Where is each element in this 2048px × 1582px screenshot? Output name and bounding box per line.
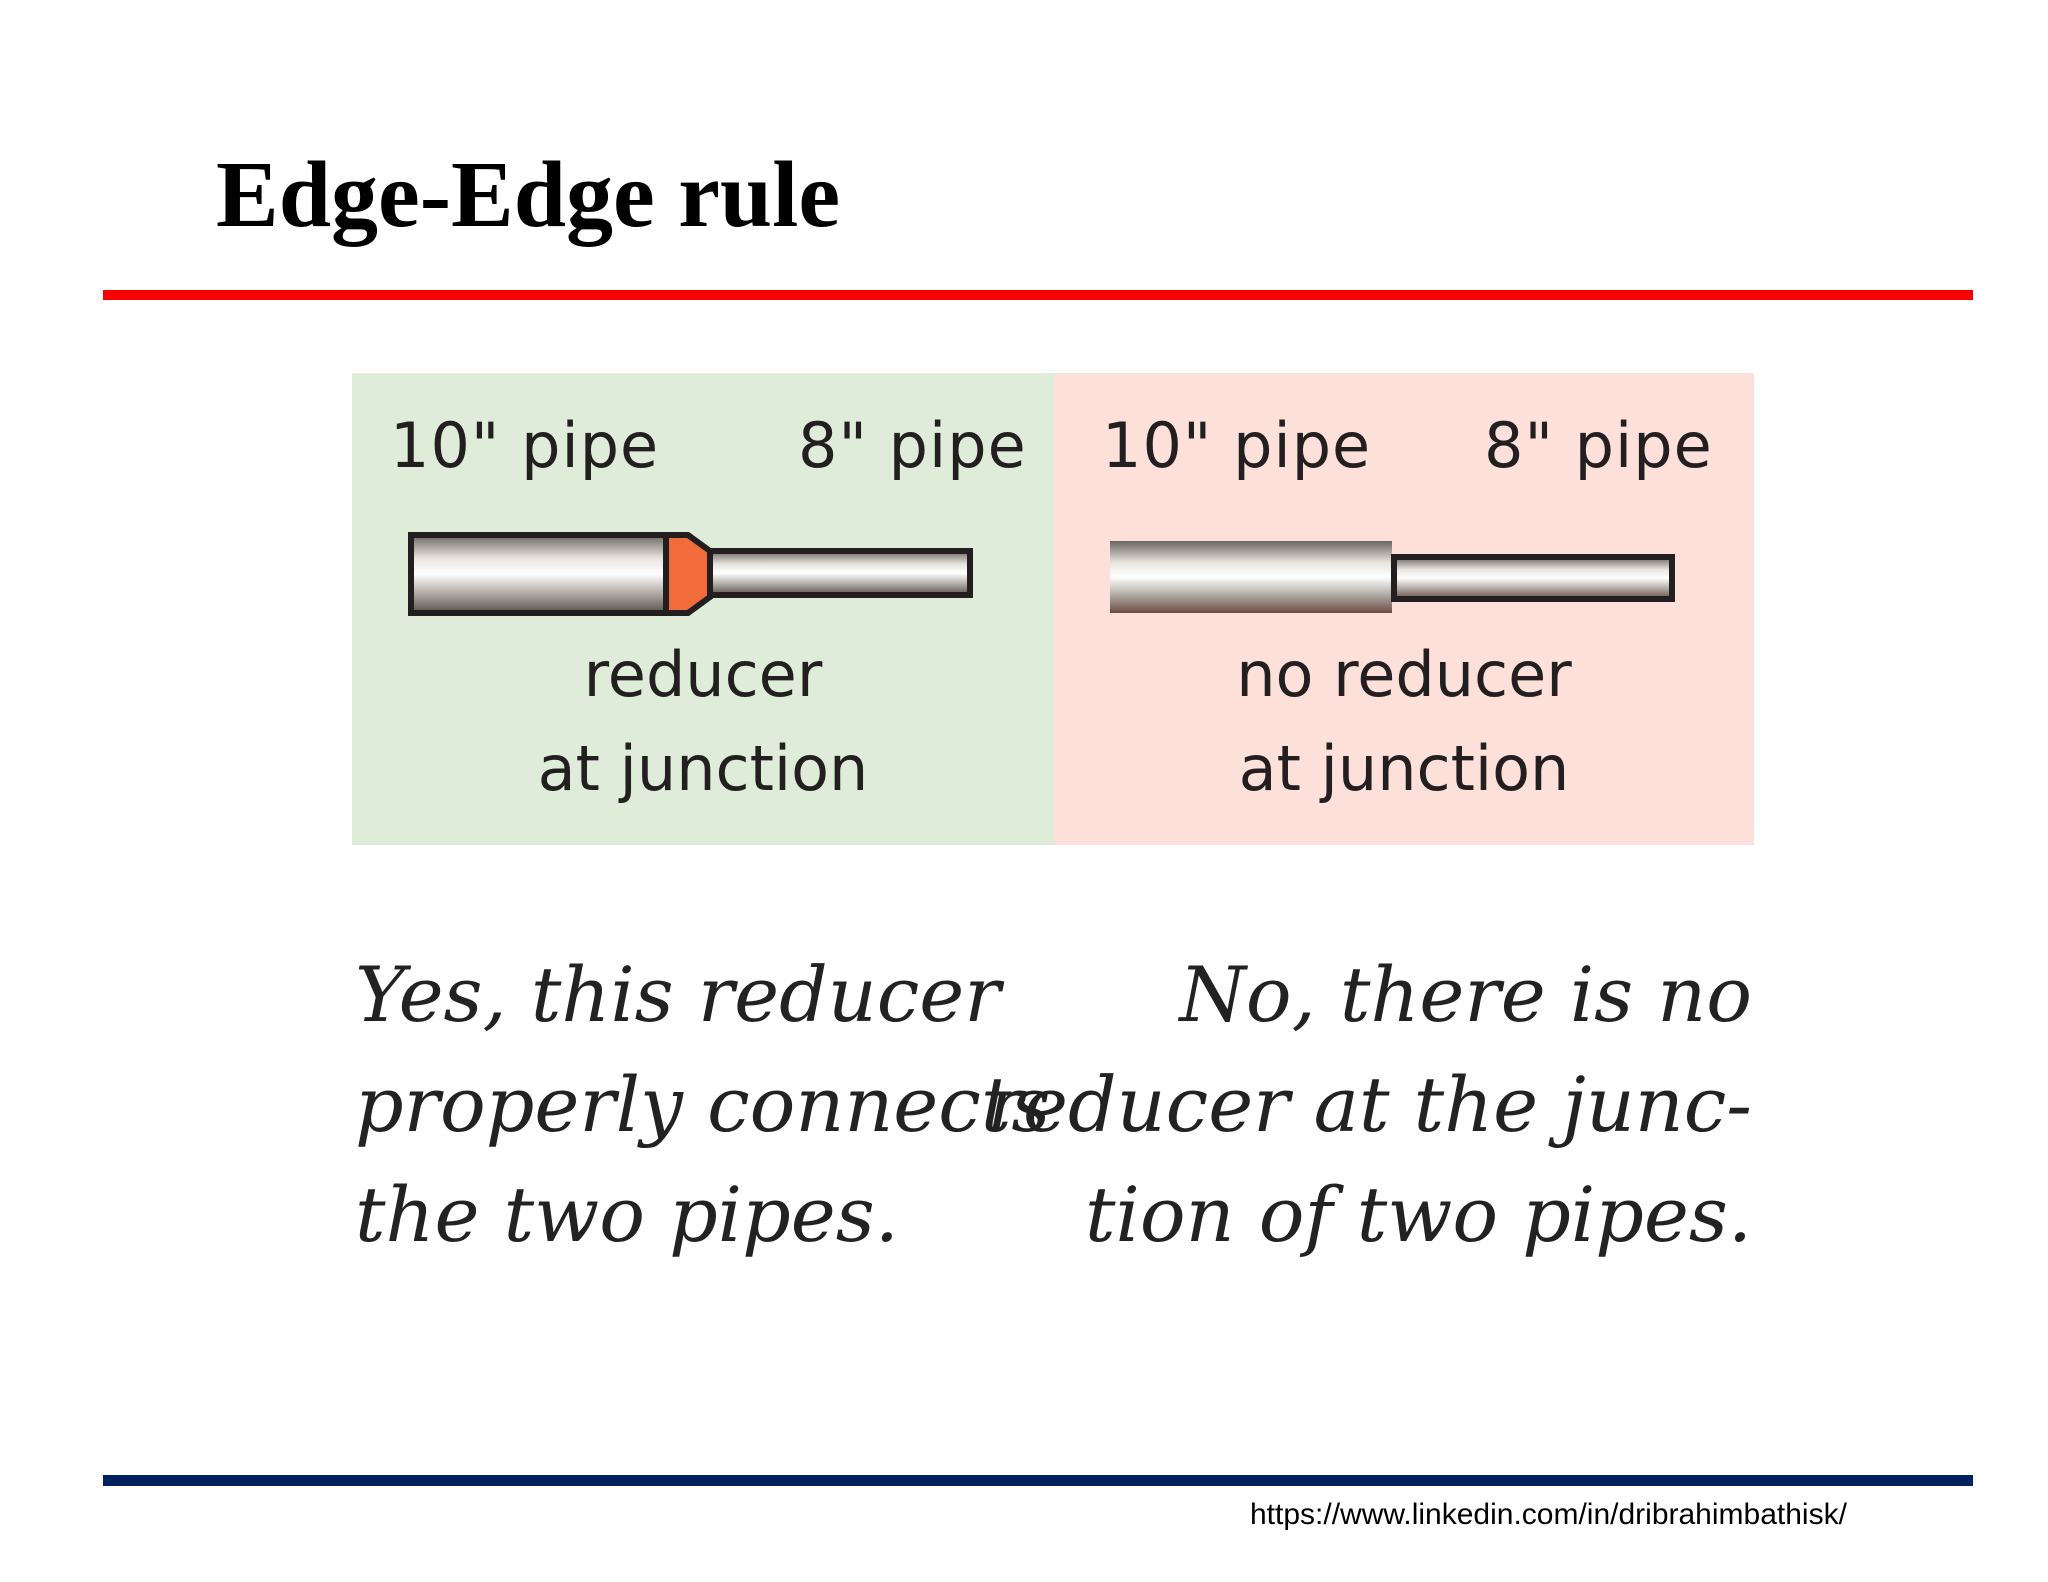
- small-pipe: [707, 548, 973, 598]
- reducer-panel: 10" pipe 8" pipe reducer at junction: [352, 373, 1054, 845]
- large-pipe: [1110, 541, 1392, 613]
- reducer-fitting: [663, 532, 713, 616]
- caption-incorrect: No, there is no reducer at the junc- tio…: [987, 940, 1752, 1270]
- caption-line: No, there is no: [1179, 950, 1752, 1039]
- pipe-without-reducer-diagram: [1110, 541, 1675, 613]
- no-reducer-panel: 10" pipe 8" pipe no reducer at junction: [1054, 373, 1754, 845]
- large-pipe: [408, 532, 670, 616]
- large-pipe-label: 10" pipe: [390, 409, 660, 482]
- junction-label: reducer at junction: [352, 628, 1054, 816]
- small-pipe: [1391, 554, 1675, 602]
- caption-line: tion of two pipes.: [1084, 1170, 1752, 1259]
- footer-url[interactable]: https://www.linkedin.com/in/dribrahimbat…: [1250, 1498, 1847, 1531]
- caption-correct: Yes, this reducer properly connects the …: [355, 940, 1050, 1270]
- large-pipe-label: 10" pipe: [1102, 409, 1372, 482]
- caption-line: properly connects: [355, 1060, 1051, 1149]
- caption-line: reducer at the junc-: [986, 1060, 1752, 1149]
- title-rule: [103, 290, 1973, 300]
- junction-label-line: no reducer: [1236, 638, 1572, 711]
- junction-label-line: reducer: [583, 638, 823, 711]
- small-pipe-label: 8" pipe: [798, 409, 1027, 482]
- junction-label-line: at junction: [537, 732, 869, 805]
- junction-label-line: at junction: [1238, 732, 1570, 805]
- slide-title: Edge-Edge rule: [216, 143, 841, 247]
- small-pipe-label: 8" pipe: [1484, 409, 1713, 482]
- caption-line: the two pipes.: [355, 1170, 899, 1259]
- junction-label: no reducer at junction: [1054, 628, 1754, 816]
- footer-rule: [103, 1475, 1973, 1486]
- caption-line: Yes, this reducer: [355, 950, 1001, 1039]
- pipe-with-reducer-diagram: [408, 532, 973, 616]
